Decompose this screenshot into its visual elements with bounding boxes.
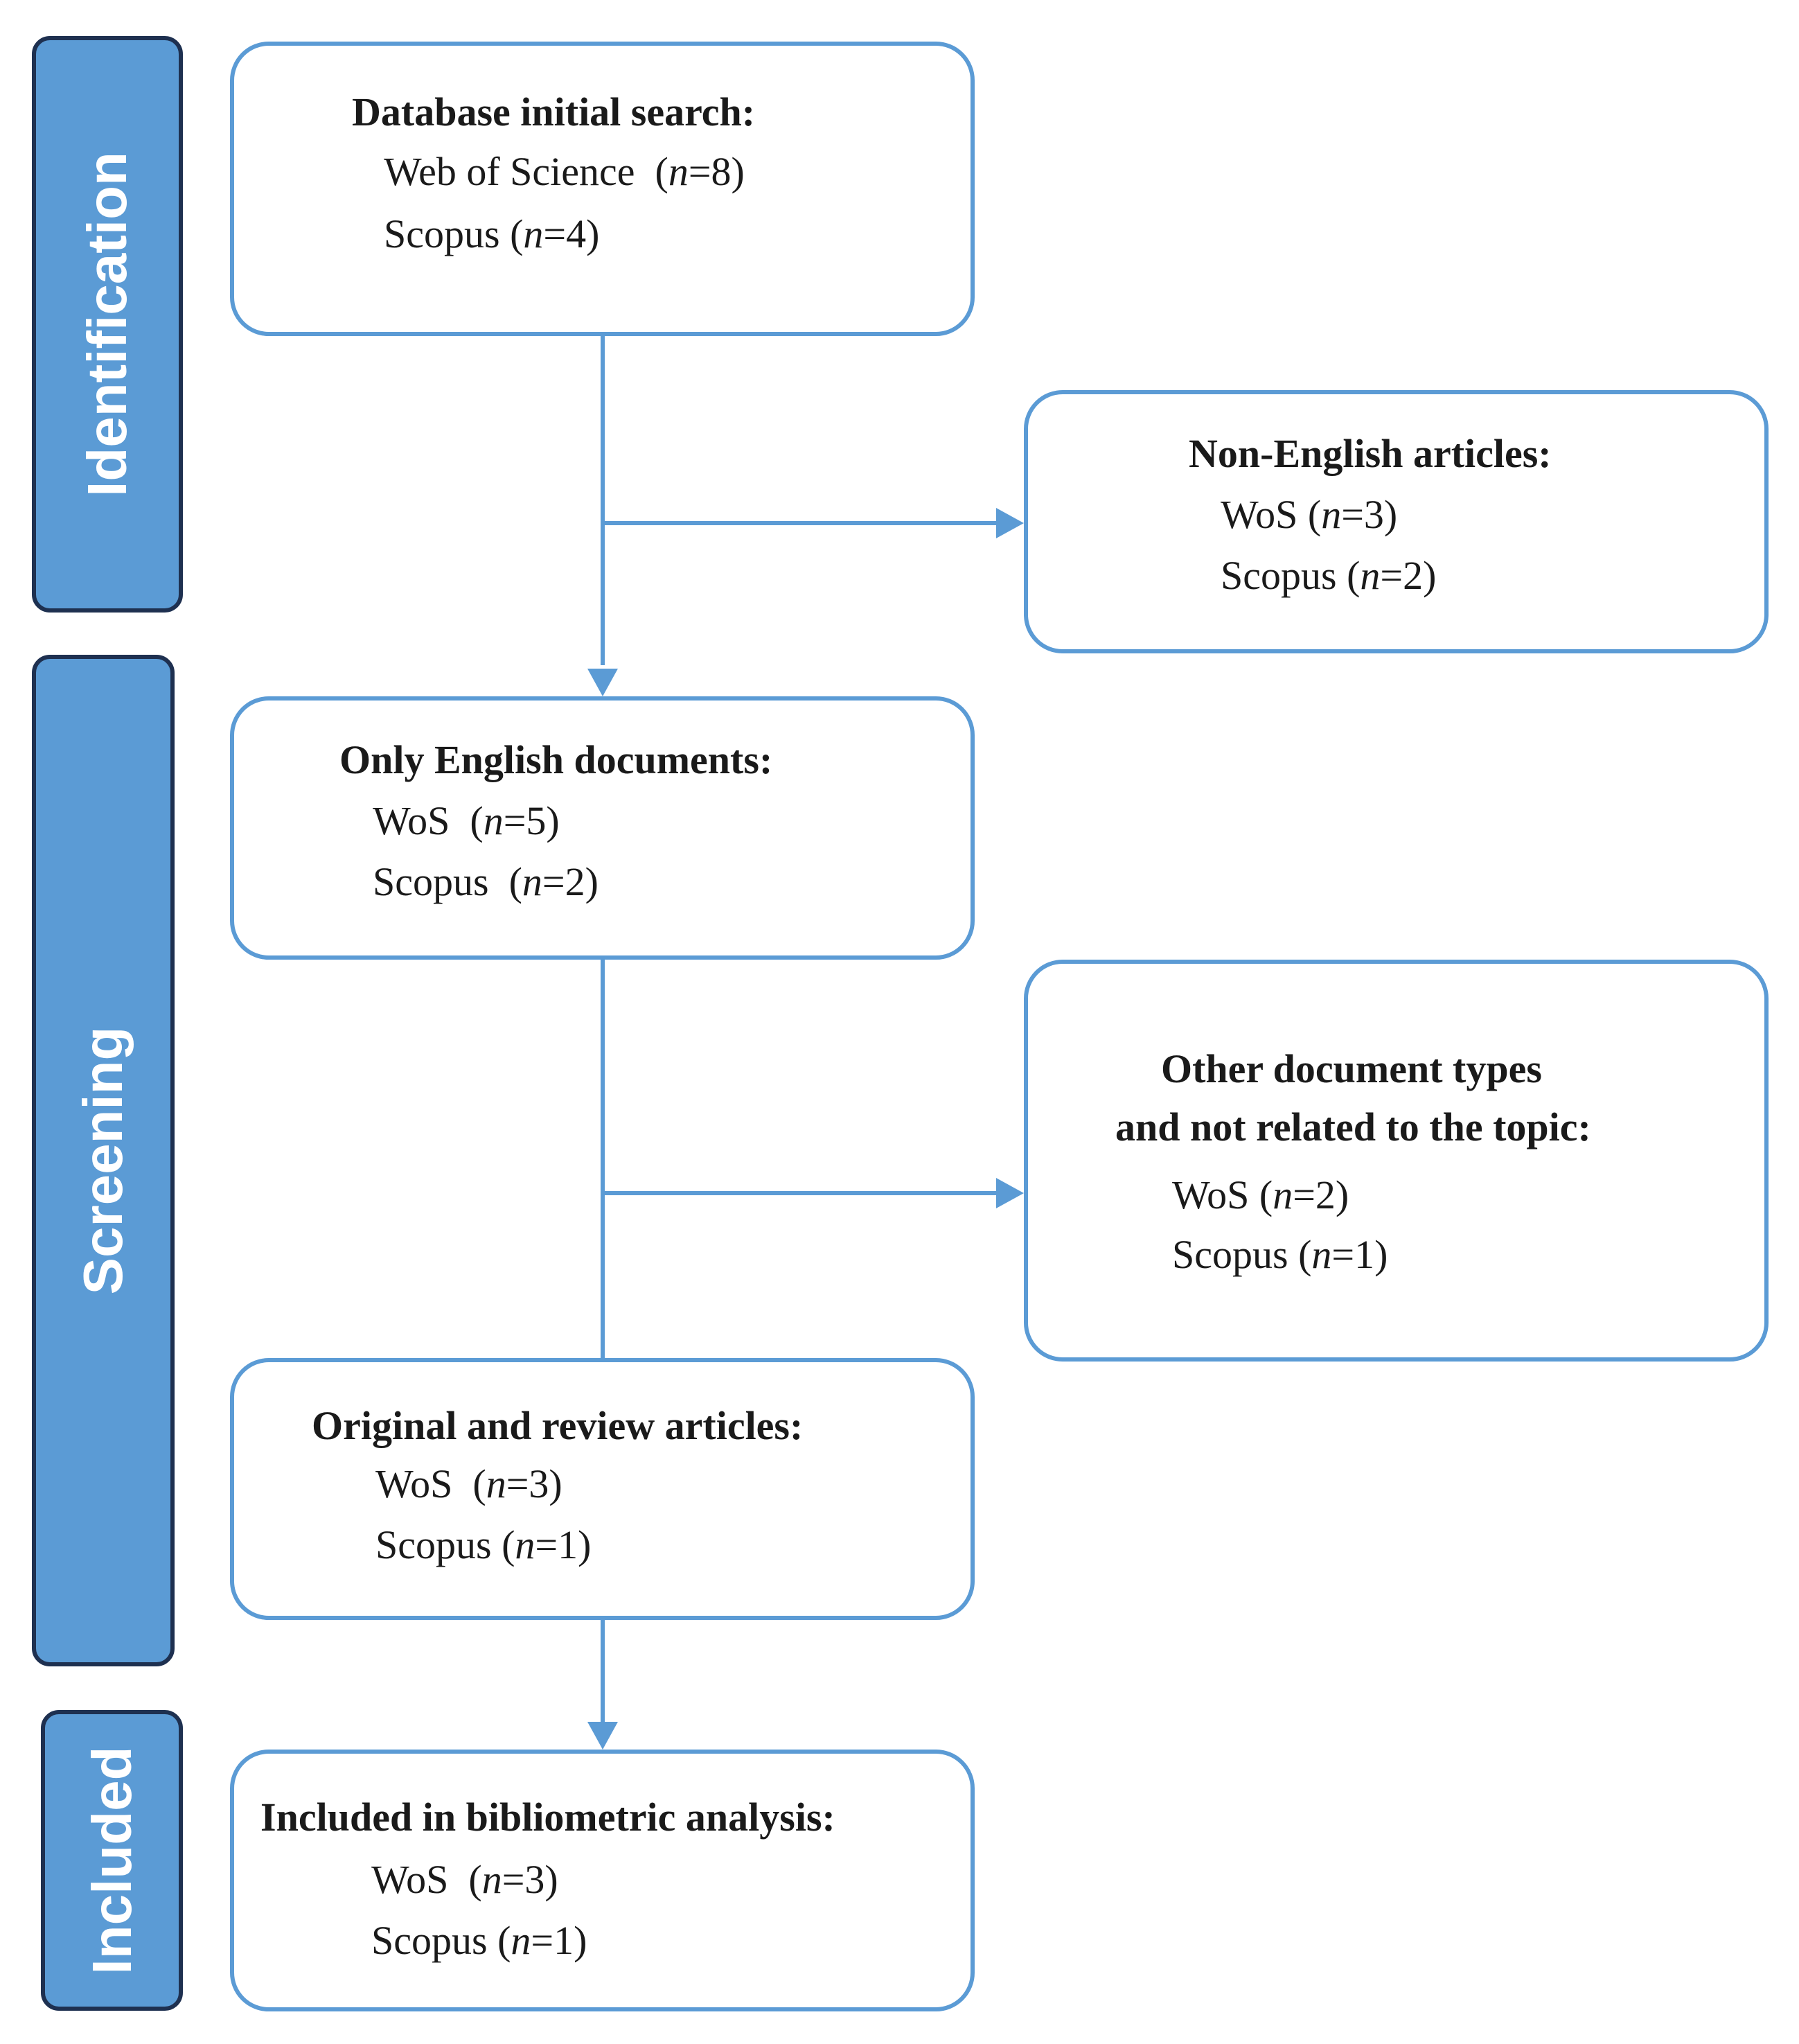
phase-included: Included	[41, 1710, 183, 2011]
box-initial-search-title: Database initial search:	[352, 89, 756, 134]
box-included-analysis-line-wos: WoS (n=3)	[371, 1857, 558, 1902]
box-original-review-line-scopus: Scopus (n=1)	[375, 1522, 592, 1567]
box-initial-search: Database initial search: Web of Science …	[230, 42, 975, 336]
box-other-types-line-wos: WoS (n=2)	[1172, 1172, 1349, 1217]
phase-identification-label: Identification	[76, 152, 138, 497]
arrowhead-to-other-types	[996, 1178, 1024, 1208]
phase-screening-label: Screening	[72, 1026, 134, 1295]
phase-identification: Identification	[32, 36, 183, 613]
arrowhead-to-english	[587, 669, 618, 696]
box-original-review-line-wos: WoS (n=3)	[375, 1461, 562, 1506]
box-included-analysis: Included in bibliometric analysis: WoS (…	[230, 1750, 975, 2011]
arrowhead-to-included	[587, 1722, 618, 1750]
box-non-english-line-wos: WoS (n=3)	[1221, 492, 1398, 537]
box-included-analysis-line-scopus: Scopus (n=1)	[371, 1918, 587, 1963]
box-only-english-line-wos: WoS (n=5)	[373, 798, 560, 843]
box-original-review: Original and review articles: WoS (n=3) …	[230, 1358, 975, 1620]
box-only-english: Only English documents: WoS (n=5) Scopus…	[230, 696, 975, 960]
phase-screening: Screening	[32, 655, 175, 1666]
box-included-analysis-title: Included in bibliometric analysis:	[260, 1795, 835, 1840]
box-only-english-title: Only English documents:	[339, 737, 773, 782]
arrowhead-to-non-english	[996, 508, 1024, 538]
box-non-english-title: Non-English articles:	[1189, 431, 1552, 476]
box-other-types-title-line2: and not related to the topic:	[1115, 1104, 1591, 1149]
box-other-types-line-scopus: Scopus (n=1)	[1172, 1232, 1388, 1277]
box-non-english-line-scopus: Scopus (n=2)	[1221, 553, 1437, 598]
phase-included-label: Included	[80, 1746, 143, 1975]
box-original-review-title: Original and review articles:	[312, 1403, 804, 1448]
box-initial-search-line-scopus: Scopus (n=4)	[384, 211, 600, 256]
box-other-types: Other document types and not related to …	[1024, 960, 1769, 1362]
box-other-types-title-line1: Other document types	[1161, 1046, 1542, 1091]
box-only-english-line-scopus: Scopus (n=2)	[373, 859, 599, 904]
box-initial-search-line-wos: Web of Science (n=8)	[384, 149, 745, 194]
box-non-english: Non-English articles: WoS (n=3) Scopus (…	[1024, 390, 1769, 653]
